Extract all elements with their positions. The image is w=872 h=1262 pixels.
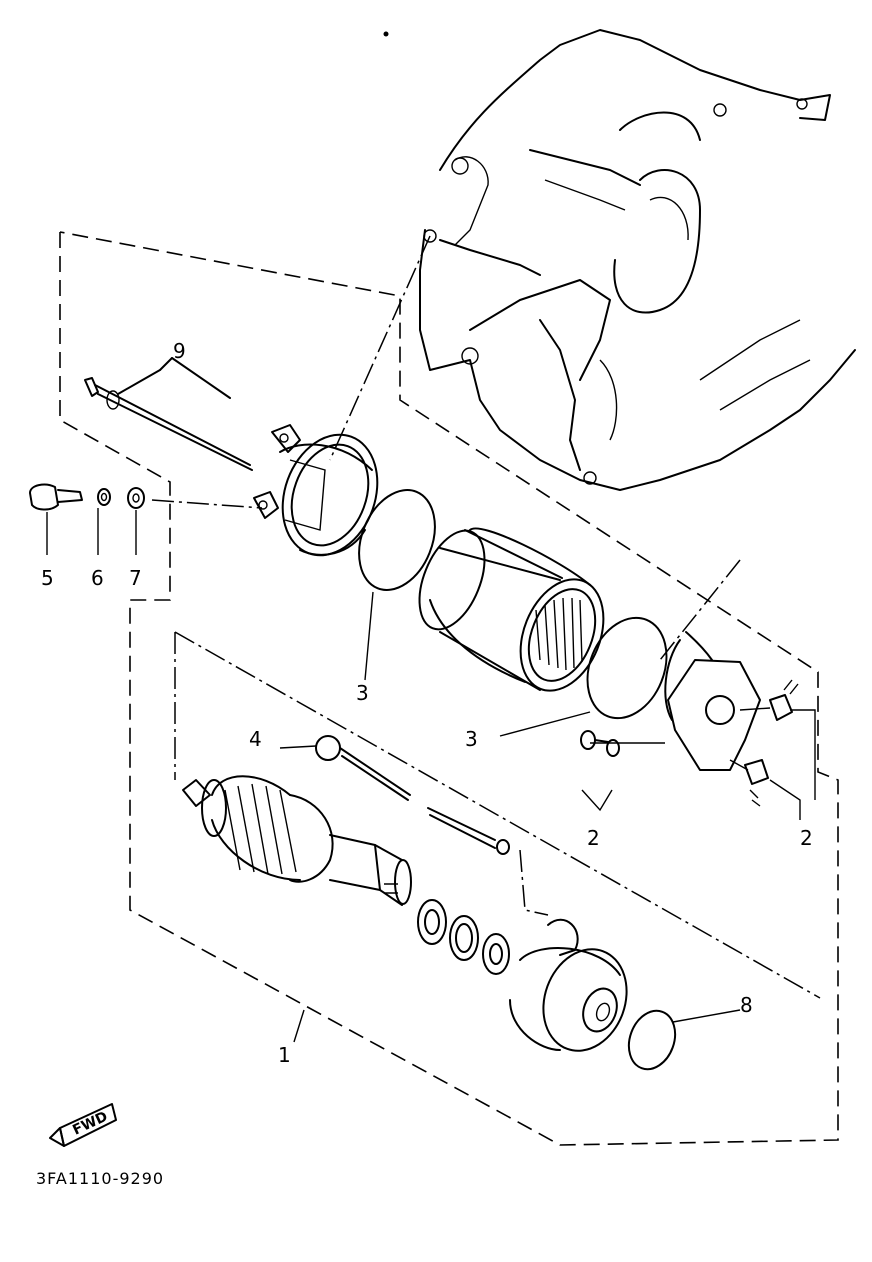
- yoke: [418, 527, 605, 692]
- armature: [182, 775, 412, 906]
- o-ring-rear: [586, 616, 668, 720]
- callout-2-brush: 2: [800, 826, 813, 850]
- part-code: 3FA1110-9290: [36, 1169, 164, 1188]
- brush-holder: [664, 631, 816, 820]
- brush-screw-set: [580, 730, 620, 812]
- registration-mark: [383, 31, 389, 37]
- callout-3-front: 3: [356, 681, 369, 705]
- callout-1: 1: [278, 1043, 291, 1067]
- o-ring-rear-cover: [627, 1009, 677, 1071]
- rear-cover: [509, 918, 628, 1052]
- callout-9: 7: [129, 566, 142, 590]
- callout-2-screw: 2: [587, 826, 600, 850]
- long-screws: [84, 357, 253, 471]
- fwd-direction-arrow: FWD: [49, 1103, 117, 1147]
- callout-8: 6: [91, 566, 104, 590]
- callout-leaders: [279, 591, 741, 1043]
- bolt-washer-set: [29, 483, 145, 555]
- leader-lines: [151, 235, 741, 916]
- armature-washers: [417, 899, 510, 975]
- assembly-boundary: [59, 231, 839, 1146]
- inner-group-chain-line: [174, 631, 821, 999]
- crankcase-outline: [419, 29, 856, 491]
- terminal-rod: [315, 735, 510, 855]
- callout-7: 5: [41, 566, 54, 590]
- callout-4: 8: [740, 993, 753, 1017]
- o-ring-front: [358, 489, 436, 591]
- callout-5: 9: [173, 339, 186, 363]
- front-cover: [253, 424, 379, 557]
- callout-3-rear: 3: [465, 727, 478, 751]
- callout-6: 4: [249, 727, 262, 751]
